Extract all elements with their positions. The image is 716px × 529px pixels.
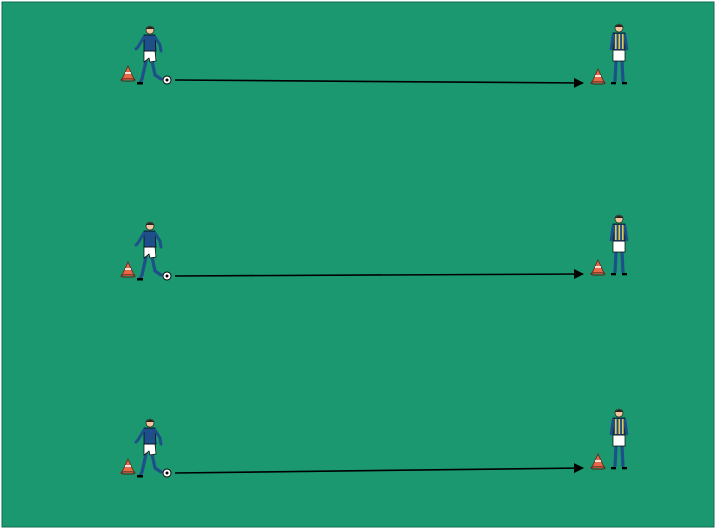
soccer-ball-icon (163, 272, 171, 280)
soccer-ball-icon (163, 469, 171, 477)
soccer-ball-icon (163, 76, 171, 84)
